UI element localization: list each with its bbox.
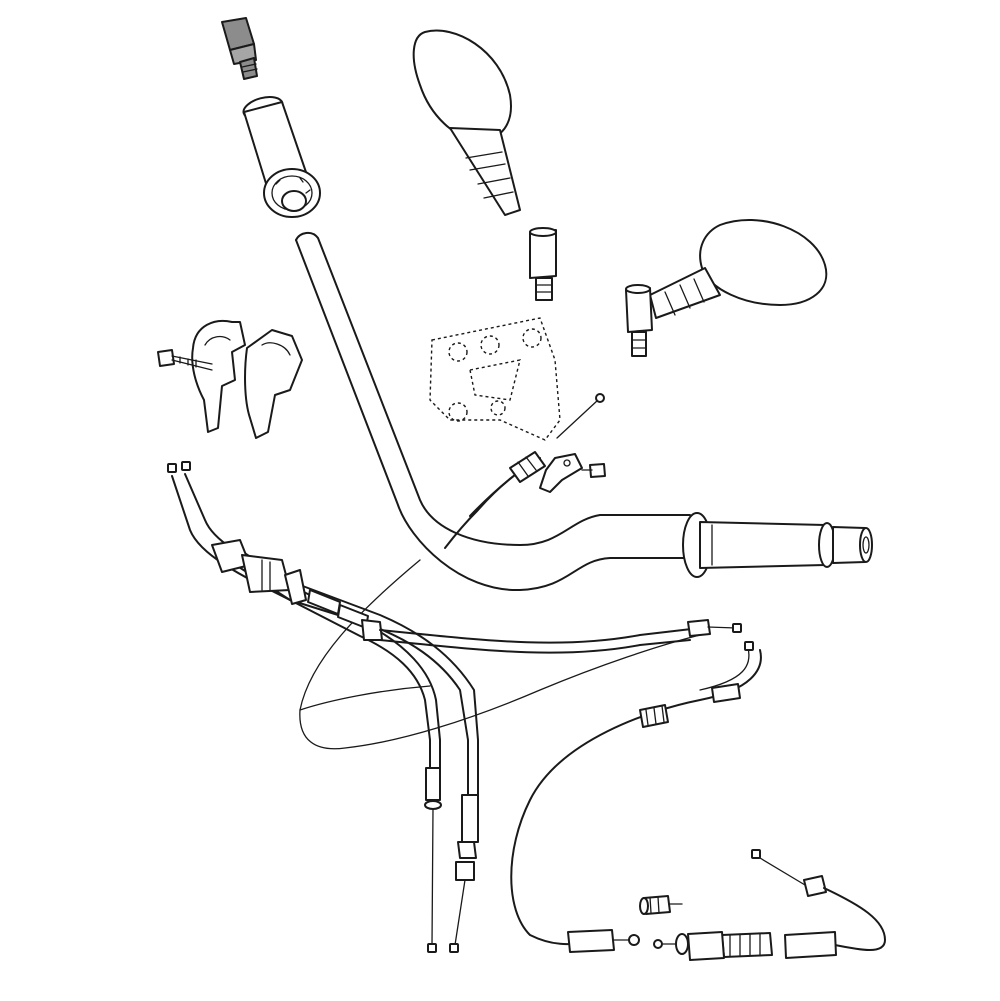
clutch-cables[interactable] xyxy=(167,461,479,801)
choke-cable[interactable] xyxy=(653,849,886,961)
cable-adjuster[interactable] xyxy=(639,895,683,915)
handlebar[interactable] xyxy=(295,232,691,592)
throttle-cable-loop[interactable] xyxy=(379,619,762,953)
handlebar-clamps[interactable] xyxy=(157,320,303,439)
fairing-outline xyxy=(299,559,701,750)
clamp-bolt[interactable] xyxy=(157,349,213,371)
right-grip[interactable] xyxy=(682,512,873,578)
throttle-cables[interactable] xyxy=(424,767,479,953)
bar-end-weight[interactable] xyxy=(221,17,258,80)
lever-bracket[interactable] xyxy=(539,393,606,493)
right-mirror[interactable] xyxy=(625,219,828,357)
clutch-cable-upper[interactable] xyxy=(444,451,546,549)
mounting-bracket xyxy=(429,317,561,441)
left-grip[interactable] xyxy=(241,93,321,218)
left-mirror[interactable] xyxy=(412,29,557,301)
